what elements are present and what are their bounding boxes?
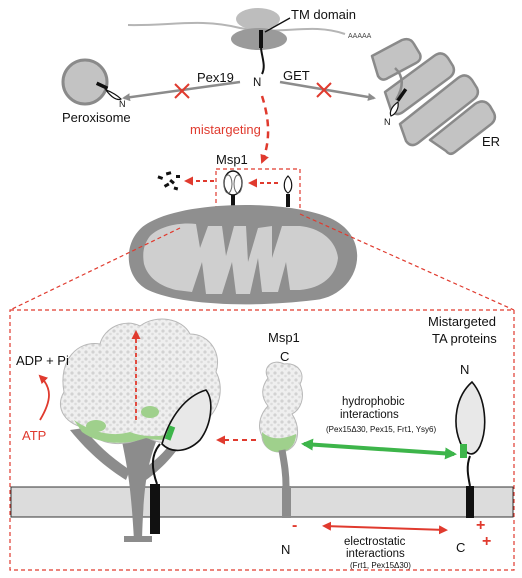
n-terminus-label-top: N (253, 77, 261, 89)
atp-curved-arrow (38, 374, 50, 421)
msp1-monomer-linker (278, 449, 290, 487)
mistargeted-label-2: TA proteins (432, 331, 497, 346)
er-cisterna-4 (428, 100, 497, 155)
msp1-minus-charge: - (292, 517, 297, 534)
ta-protein-linker (466, 455, 471, 487)
ta-protein-body (455, 380, 486, 455)
mistargeted-ta-protein: Mistargeted TA proteins N + + C (428, 314, 497, 555)
hexamer-stalk-foot (124, 536, 152, 542)
ta-c-terminus-label: C (456, 540, 465, 555)
er-label: ER (482, 134, 500, 149)
er-ta-anchor (396, 88, 408, 102)
er-n-label: N (384, 117, 391, 127)
membrane-bilayer (10, 486, 514, 518)
msp1-monomer-green-region (262, 432, 296, 452)
get-blocked-icon (316, 82, 332, 98)
ribosome-group: TM domain AAAAA N (127, 7, 372, 89)
hydrophobic-label-1: hydrophobic (342, 396, 405, 408)
msp1-panel-label: Msp1 (268, 330, 300, 345)
ta-plus-charge-2: + (482, 533, 491, 550)
peroxisome-ta-protein (104, 88, 123, 101)
msp1-hexamer-complex (59, 318, 221, 542)
er-cisterna-3 (398, 74, 480, 147)
substrate-ta-green-patch (164, 425, 176, 441)
peroxisome-label: Peroxisome (62, 110, 131, 125)
mitochondrion (9, 204, 515, 311)
hexamer-green-patch-1 (86, 420, 106, 432)
msp1-top-label: Msp1 (216, 152, 248, 167)
msp1-monomer-tm (282, 486, 291, 518)
hexamer-stalk-left (70, 428, 130, 480)
msp1-n-terminus-label: N (281, 542, 290, 557)
detail-panel-frame (9, 309, 515, 571)
atp-label: ATP (22, 428, 46, 443)
msp1-hexamer-icon (223, 170, 243, 207)
electrostatic-label-2: interactions (346, 548, 405, 560)
tm-domain-segment (259, 30, 263, 48)
get-arrow (279, 80, 376, 101)
ribosome-large-subunit (236, 8, 280, 30)
peroxisome-body (61, 58, 109, 106)
hexamer-stalk (120, 430, 160, 540)
hydrophobic-interactions: hydrophobic interactions (Pex15Δ30, Pex1… (301, 396, 457, 460)
mistargeted-ta-small (283, 175, 293, 207)
hydrophobic-list: (Pex15Δ30, Pex15, Frt1, Ysy6) (326, 425, 436, 434)
pex19-label: Pex19 (197, 70, 234, 85)
mito-cristae (143, 223, 338, 294)
peroxisome: N Peroxisome (61, 58, 131, 125)
er-cisterna-5 (394, 67, 403, 101)
msp1-monomer-surface (259, 361, 303, 453)
tm-domain-label: TM domain (291, 7, 356, 22)
get-pathway: GET (279, 68, 376, 101)
adp-pi-label: ADP + Pi (16, 353, 69, 368)
mistargeting-arrow (260, 95, 270, 164)
substrate-ta-protein (151, 389, 212, 485)
substrate-ta-linker (151, 443, 161, 485)
substrate-ta-body (161, 389, 212, 452)
atp-hydrolysis: ADP + Pi ATP (16, 330, 141, 443)
hydrophobic-label-2: interactions (340, 409, 399, 421)
mistargeted-label-1: Mistargeted (428, 314, 496, 329)
msp1-c-terminus-label: C (280, 349, 289, 364)
mistargeting-label: mistargeting (190, 122, 261, 137)
electrostatic-interactions: electrostatic interactions (Frt1, Pex15Δ… (322, 521, 448, 570)
electrostatic-double-arrow (322, 521, 448, 535)
er-ta-protein: N (384, 88, 408, 127)
peroxisome-n-label: N (119, 99, 126, 109)
ta-n-terminus-label: N (460, 362, 469, 377)
ta-plus-charge: + (476, 517, 485, 534)
extracted-peptide-fragments (157, 171, 180, 191)
hexamer-tm-anchor (150, 484, 160, 534)
pex19-blocked-icon (174, 83, 190, 99)
er-cisterna-2 (383, 52, 456, 116)
peroxisome-ta-anchor (95, 81, 109, 90)
nascent-chain (260, 47, 265, 75)
mistargeting-path: mistargeting (190, 95, 270, 164)
pex19-pathway: Pex19 (122, 70, 241, 102)
msp1-mito-detail: Msp1 (157, 152, 301, 215)
endoplasmic-reticulum (370, 37, 497, 155)
ta-protein-green-patch (460, 444, 467, 458)
mito-zoom-left (9, 227, 181, 311)
electrostatic-list: (Frt1, Pex15Δ30) (350, 561, 411, 570)
electrostatic-label-1: electrostatic (344, 536, 406, 548)
er-ta-body (389, 100, 399, 117)
get-label: GET (283, 68, 310, 83)
tm-domain-pointer (264, 17, 291, 33)
er-cisterna-1 (370, 37, 422, 81)
ta-protein-tm-anchor (466, 486, 474, 518)
polya-label: AAAAA (348, 33, 372, 40)
hexamer-green-patch-2 (141, 406, 159, 418)
hydrophobic-double-arrow (301, 438, 457, 460)
msp1-monomer: Msp1 C - N (259, 330, 303, 557)
mrna-strand (127, 21, 346, 35)
